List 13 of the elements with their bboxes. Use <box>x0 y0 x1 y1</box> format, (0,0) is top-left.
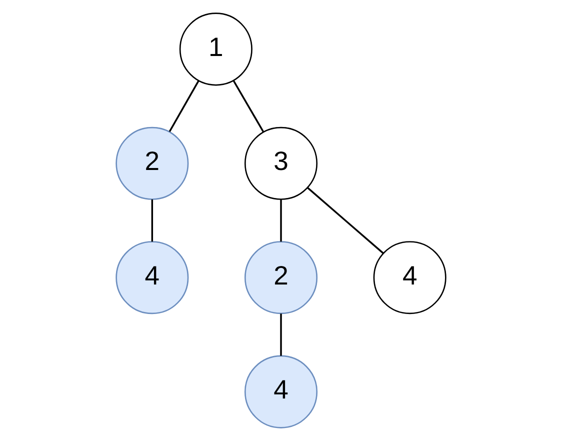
connector <box>280 199 282 242</box>
node-circle: 4 <box>244 355 318 428</box>
node-circle: 4 <box>372 241 446 314</box>
node-circle: 3 <box>244 126 318 200</box>
node-circle: 4 <box>115 241 188 314</box>
node-circle: 2 <box>244 241 318 314</box>
connector <box>232 80 264 132</box>
node-circle: 2 <box>115 126 188 200</box>
connector <box>306 187 384 254</box>
connector <box>168 80 199 132</box>
connector <box>150 199 153 242</box>
node-circle: 1 <box>178 12 252 86</box>
connector <box>280 314 282 356</box>
